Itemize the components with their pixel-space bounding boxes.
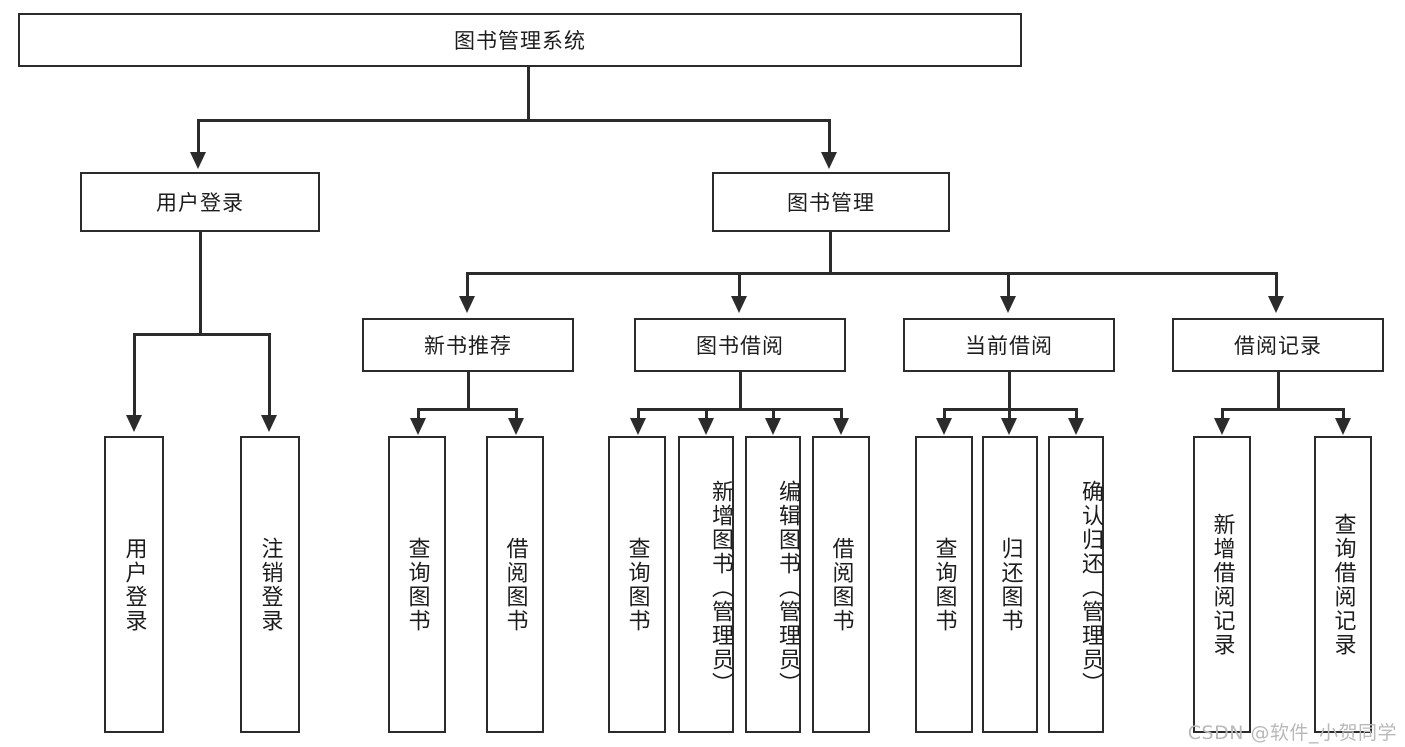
connector-book-manage-to-current-borrow — [1007, 272, 1010, 298]
arrowhead-book-borrow-leaf-2 — [698, 418, 714, 435]
connector-user-login-to-leaf-2 — [268, 333, 271, 418]
node-leaf-query-book-1[interactable]: 查询图书 — [388, 436, 446, 733]
connector-borrow-record-stem — [1277, 372, 1280, 410]
node-label: 查询图书 — [404, 536, 430, 633]
connector-book-manage-stem — [829, 232, 832, 274]
connector-user-login-to-leaf-1 — [133, 333, 136, 418]
arrowhead-root-to-user-login — [190, 152, 206, 169]
connector-root-bar — [197, 119, 831, 122]
node-user-login[interactable]: 用户登录 — [80, 172, 320, 232]
connector-new-book-rec-leaf-2 — [515, 408, 518, 420]
arrowhead-current-borrow-leaf-3 — [1068, 418, 1084, 435]
node-book-borrow[interactable]: 图书借阅 — [634, 318, 846, 372]
node-leaf-add-book[interactable]: 新增图书（管理员） — [678, 436, 734, 733]
connector-root-to-book-manage — [828, 119, 831, 155]
connector-new-book-rec-leaf-1 — [417, 408, 420, 420]
node-label: 查询图书 — [931, 536, 957, 633]
connector-book-manage-bar — [466, 272, 1278, 275]
connector-book-borrow-leaf-1 — [637, 408, 640, 420]
arrowhead-root-to-book-manage — [821, 152, 837, 169]
arrowhead-book-manage-new-book-rec — [459, 296, 475, 313]
arrowhead-current-borrow-leaf-1 — [936, 418, 952, 435]
arrowhead-borrow-record-leaf-2 — [1335, 418, 1351, 435]
watermark-text: CSDN @软件_小贺同学 — [1187, 722, 1397, 744]
arrowhead-borrow-record-leaf-1 — [1214, 418, 1230, 435]
arrowhead-book-borrow-leaf-4 — [833, 418, 849, 435]
connector-current-borrow-leaf-3 — [1075, 408, 1078, 420]
node-label: 确认归还（管理员） — [1078, 479, 1103, 696]
arrowhead-book-borrow-leaf-3 — [765, 418, 781, 435]
connector-new-book-rec-bar — [417, 408, 518, 411]
node-leaf-query-book-2[interactable]: 查询图书 — [608, 436, 666, 733]
connector-borrow-record-bar — [1221, 408, 1345, 411]
node-leaf-borrow-book-1[interactable]: 借阅图书 — [486, 436, 544, 733]
node-leaf-query-record[interactable]: 查询借阅记录 — [1314, 436, 1372, 733]
node-label: 图书管理系统 — [454, 29, 586, 53]
connector-user-login-stem — [199, 232, 202, 335]
node-leaf-logout[interactable]: 注销登录 — [240, 436, 300, 733]
connector-borrow-record-leaf-2 — [1342, 408, 1345, 420]
connector-root-stem — [527, 67, 530, 120]
node-label: 归还图书 — [997, 536, 1023, 633]
node-label: 借阅记录 — [1234, 334, 1322, 358]
connector-user-login-bar — [133, 333, 271, 336]
node-leaf-add-record[interactable]: 新增借阅记录 — [1193, 436, 1251, 733]
connector-book-manage-to-book-borrow — [738, 272, 741, 298]
connector-current-borrow-stem — [1008, 372, 1011, 410]
node-label: 注销登录 — [257, 536, 283, 633]
arrowhead-user-login-leaf-2 — [261, 415, 277, 432]
connector-book-borrow-leaf-4 — [840, 408, 843, 420]
node-leaf-borrow-book-2[interactable]: 借阅图书 — [812, 436, 870, 733]
node-label: 新书推荐 — [424, 334, 512, 358]
node-leaf-edit-book[interactable]: 编辑图书（管理员） — [745, 436, 801, 733]
node-label: 用户登录 — [156, 191, 244, 215]
arrowhead-book-manage-book-borrow — [731, 296, 747, 313]
node-new-book-rec[interactable]: 新书推荐 — [362, 318, 574, 372]
node-leaf-confirm-return[interactable]: 确认归还（管理员） — [1048, 436, 1104, 733]
node-borrow-record[interactable]: 借阅记录 — [1172, 318, 1384, 372]
connector-root-to-user-login — [197, 119, 200, 155]
node-book-manage[interactable]: 图书管理 — [712, 172, 950, 232]
connector-new-book-rec-stem — [467, 372, 470, 410]
node-label: 当前借阅 — [965, 334, 1053, 358]
node-label: 图书管理 — [787, 191, 875, 215]
arrowhead-book-borrow-leaf-1 — [630, 418, 646, 435]
node-label: 新增借阅记录 — [1209, 512, 1235, 657]
connector-book-manage-to-new-book-rec — [466, 272, 469, 298]
node-label: 用户登录 — [121, 536, 147, 633]
node-label: 借阅图书 — [828, 536, 854, 633]
node-label: 借阅图书 — [502, 536, 528, 633]
connector-book-borrow-leaf-2 — [705, 408, 708, 420]
node-label: 查询图书 — [624, 536, 650, 633]
node-label: 编辑图书（管理员） — [775, 479, 800, 696]
arrowhead-user-login-leaf-1 — [126, 415, 142, 432]
node-leaf-return-book[interactable]: 归还图书 — [982, 436, 1038, 733]
node-current-borrow[interactable]: 当前借阅 — [903, 318, 1115, 372]
node-label: 新增图书（管理员） — [708, 479, 733, 696]
node-root-system[interactable]: 图书管理系统 — [18, 13, 1022, 67]
node-label: 图书借阅 — [696, 334, 784, 358]
connector-book-borrow-leaf-3 — [772, 408, 775, 420]
arrowhead-book-manage-borrow-record — [1268, 296, 1284, 313]
connector-book-borrow-bar — [637, 408, 843, 411]
connector-current-borrow-leaf-1 — [943, 408, 946, 420]
node-label: 查询借阅记录 — [1330, 512, 1356, 657]
connector-book-borrow-stem — [739, 372, 742, 410]
arrowhead-new-book-rec-leaf-2 — [508, 418, 524, 435]
connector-current-borrow-leaf-2 — [1008, 408, 1011, 420]
connector-book-manage-to-borrow-record — [1275, 272, 1278, 298]
node-leaf-query-book-3[interactable]: 查询图书 — [915, 436, 973, 733]
arrowhead-current-borrow-leaf-2 — [1001, 418, 1017, 435]
arrowhead-book-manage-current-borrow — [1000, 296, 1016, 313]
connector-borrow-record-leaf-1 — [1221, 408, 1224, 420]
node-leaf-user-login[interactable]: 用户登录 — [104, 436, 164, 733]
arrowhead-new-book-rec-leaf-1 — [410, 418, 426, 435]
